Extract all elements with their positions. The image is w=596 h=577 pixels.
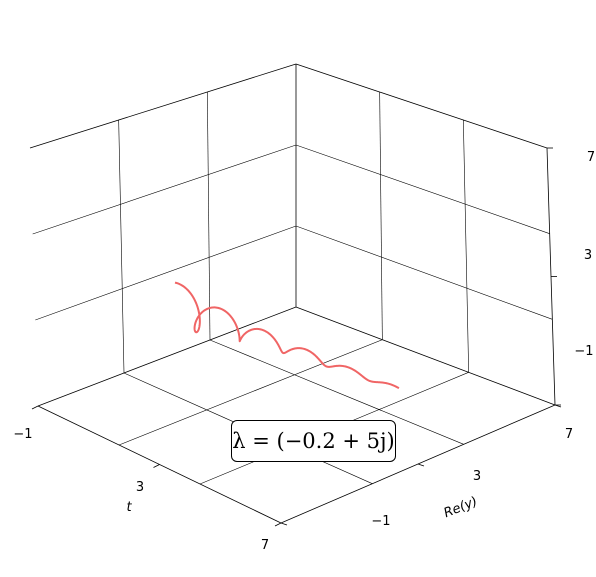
wall-grid-line [32,144,297,235]
x-tick-mark [31,405,39,410]
pane-edge [29,63,297,149]
wall-grid-line [207,91,211,341]
wall-grid-line [463,119,469,373]
wall-grid-line [379,91,383,340]
y-tick-mark [417,463,425,467]
x-tick-label: 7 [261,538,269,553]
y-tick-label: −1 [371,514,390,529]
x-axis-label: t [126,500,132,515]
x-tick-mark [153,464,160,468]
wall-grid-line [35,225,297,321]
floor-grid-line [118,339,383,446]
y-axis-label: Re(y) [442,494,480,521]
wall-grid-line [295,225,553,320]
z-tick-label: 3 [584,248,592,263]
series-line [174,281,400,390]
y-tick-mark [280,522,288,526]
pane-edge [295,63,548,149]
wall-grid-line [295,144,550,234]
x-tick-mark [274,522,282,527]
wall-grid-line [118,119,125,374]
floor-grid-line [209,339,464,445]
series-layer [174,281,400,390]
x-tick-label: 3 [136,480,144,495]
y-tick-mark [554,404,562,408]
pane-edge [295,306,556,406]
pane-edge [37,306,297,407]
y-tick-label: 3 [473,469,481,484]
z-tick-label: −1 [574,344,593,359]
grid-lines [32,91,553,485]
axis-panes [29,63,562,527]
x-tick-label: −1 [13,427,32,442]
y-tick-label: 7 [565,427,573,442]
z-tick-label: 7 [587,150,595,165]
eigenvalue-annotation: λ = (−0.2 + 5j) [231,420,396,462]
